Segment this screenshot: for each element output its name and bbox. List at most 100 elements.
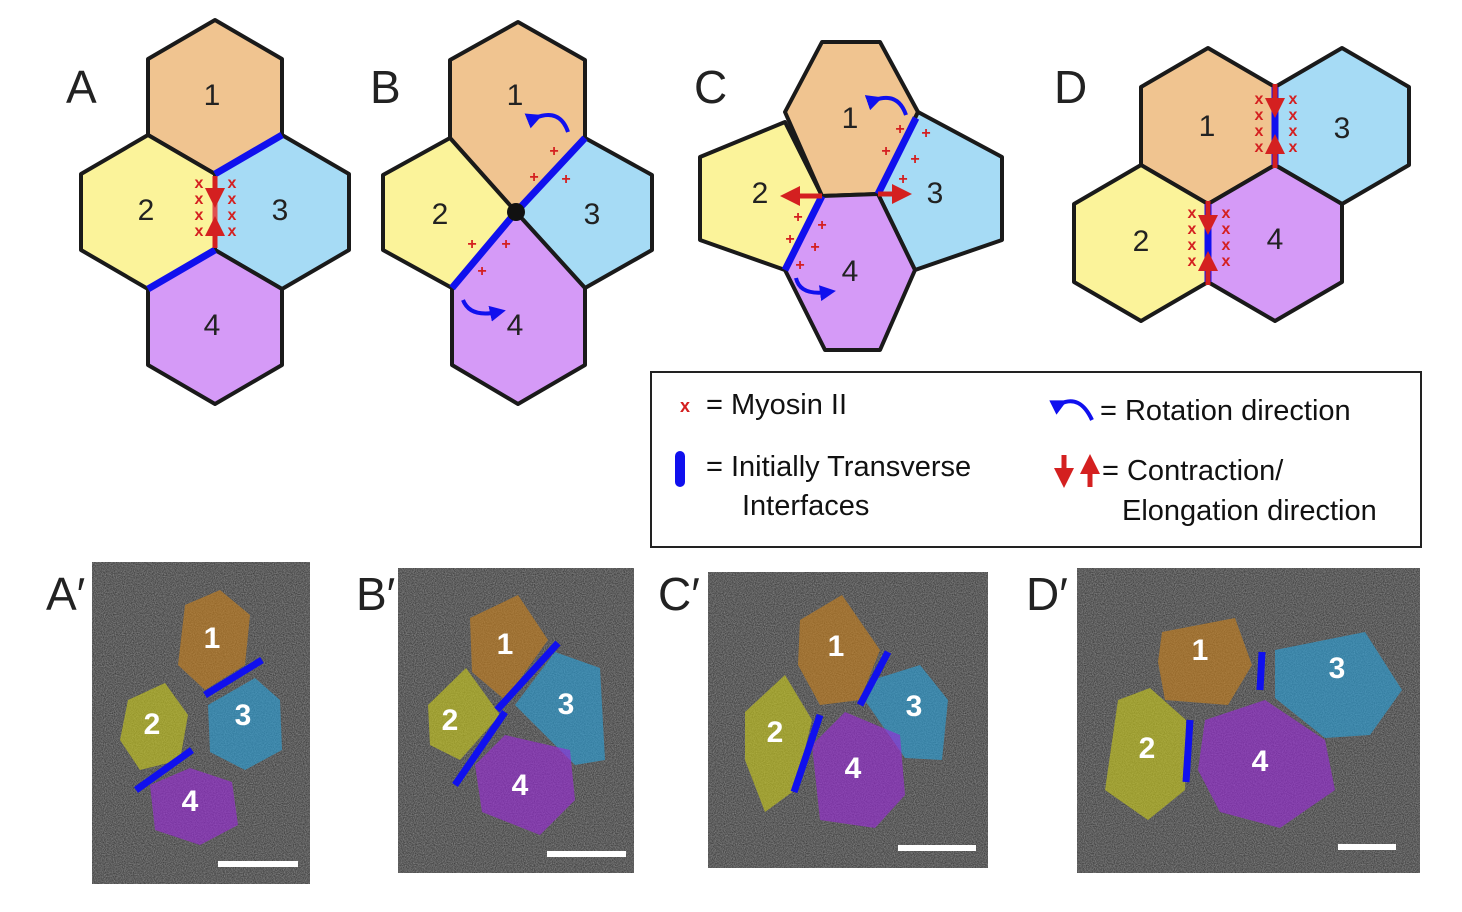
cell-number: 2 — [767, 716, 784, 749]
svg-text:+: + — [895, 121, 904, 138]
cell-3 — [1275, 632, 1402, 738]
cell-number: 3 — [1334, 112, 1351, 145]
rotation-arrow-icon — [524, 113, 570, 133]
panel-label: A — [66, 61, 97, 113]
svg-text:+: + — [785, 231, 794, 248]
svg-text:+: + — [810, 239, 819, 256]
svg-text:x: x — [1289, 91, 1298, 108]
micrograph-c-prime: C′ 1 2 3 4 — [658, 568, 988, 868]
cell-number: 3 — [1329, 652, 1346, 685]
svg-text:+: + — [477, 263, 486, 280]
svg-text:x: x — [195, 191, 204, 208]
transverse-interface — [449, 209, 519, 291]
cell-2 — [120, 683, 188, 770]
cell-number: 3 — [235, 699, 252, 732]
cell-3 — [866, 665, 948, 760]
svg-text:x: x — [228, 175, 237, 192]
panel-label: A′ — [46, 568, 85, 620]
transverse-interface — [452, 710, 508, 787]
svg-text:x: x — [1222, 205, 1231, 222]
transverse-interface — [1182, 719, 1194, 783]
svg-text:+: + — [898, 171, 907, 188]
cell-number: 2 — [144, 708, 161, 741]
transverse-interface — [1256, 651, 1266, 691]
cell-3 — [208, 678, 282, 770]
svg-text:x: x — [228, 191, 237, 208]
svg-text:x: x — [1289, 123, 1298, 140]
micrograph-b-prime: B′ 1 2 3 4 — [356, 568, 634, 873]
svg-text:x: x — [1289, 139, 1298, 156]
vertex — [507, 203, 525, 221]
svg-text:x: x — [1222, 253, 1231, 270]
svg-text:+: + — [467, 236, 476, 253]
cell-1 — [178, 590, 250, 690]
cell-number: 4 — [507, 309, 524, 342]
cell-number: 1 — [204, 622, 221, 655]
cell-number: 2 — [138, 194, 155, 227]
svg-text:+: + — [795, 257, 804, 274]
panel-label: C′ — [658, 568, 700, 620]
svg-text:x: x — [1255, 139, 1264, 156]
legend-rotation: = Rotation direction — [1100, 395, 1351, 427]
cell-number: 1 — [842, 102, 859, 135]
cell-number: 3 — [272, 194, 289, 227]
svg-text:x: x — [1222, 237, 1231, 254]
cell-4 — [475, 735, 575, 835]
legend-myosin: = Myosin II — [706, 389, 847, 421]
cell-number: 3 — [558, 688, 575, 721]
transverse-interface — [790, 713, 824, 794]
transverse-interface — [856, 650, 892, 707]
svg-text:+: + — [529, 169, 538, 186]
cell-number: 2 — [432, 198, 449, 231]
svg-text:x: x — [195, 223, 204, 240]
panel-c: C +++++ +++++ 1 2 3 4 — [694, 40, 1004, 352]
transverse-interface — [874, 116, 920, 196]
panel-label: C — [694, 61, 727, 113]
myosin-marks: +++++ +++++ — [785, 121, 930, 274]
cell-number: 4 — [1267, 223, 1284, 256]
cell-2 — [1105, 688, 1186, 820]
legend-contraction-2: Elongation direction — [1122, 495, 1377, 527]
svg-text:+: + — [910, 151, 919, 168]
svg-text:+: + — [561, 171, 570, 188]
svg-text:+: + — [501, 236, 510, 253]
cell-number: 1 — [1199, 110, 1216, 143]
cell-number: 1 — [1192, 634, 1209, 667]
svg-text:+: + — [549, 143, 558, 160]
cell-number: 4 — [1252, 745, 1269, 778]
cell-3 — [515, 652, 605, 765]
cell-number: 2 — [1133, 225, 1150, 258]
svg-text:x: x — [195, 175, 204, 192]
cell-number: 2 — [1139, 732, 1156, 765]
panel-label: D — [1054, 61, 1087, 113]
transverse-interface — [203, 657, 264, 698]
myosin-icon: x — [680, 396, 690, 416]
cell-number: 1 — [828, 630, 845, 663]
cell-number: 3 — [584, 198, 601, 231]
micrograph-d-prime: D′ 1 3 2 4 — [1026, 568, 1420, 873]
transverse-interface — [781, 194, 826, 272]
cell-number: 3 — [906, 690, 923, 723]
svg-text:x: x — [228, 223, 237, 240]
cell-number: 1 — [507, 79, 524, 112]
svg-text:x: x — [1222, 221, 1231, 238]
cell-number: 3 — [927, 177, 944, 210]
legend: x = Myosin II = Initially Transverse Int… — [650, 371, 1422, 548]
cell-number: 4 — [204, 309, 221, 342]
micrograph-a-prime: A′ 1 2 3 4 — [46, 562, 310, 884]
transverse-interface — [213, 131, 284, 178]
cell-1 — [1158, 618, 1252, 705]
cell-number: 4 — [842, 255, 859, 288]
svg-text:+: + — [881, 143, 890, 160]
svg-text:x: x — [1255, 107, 1264, 124]
svg-text:x: x — [1255, 91, 1264, 108]
legend-contraction: = Contraction/ — [1102, 455, 1284, 487]
cell-4 — [150, 768, 238, 845]
legend-transverse-2: Interfaces — [742, 490, 869, 522]
panel-label: B — [370, 61, 401, 113]
cell-number: 4 — [182, 785, 199, 818]
transverse-interface — [513, 135, 588, 215]
svg-text:+: + — [921, 125, 930, 142]
svg-text:+: + — [793, 209, 802, 226]
